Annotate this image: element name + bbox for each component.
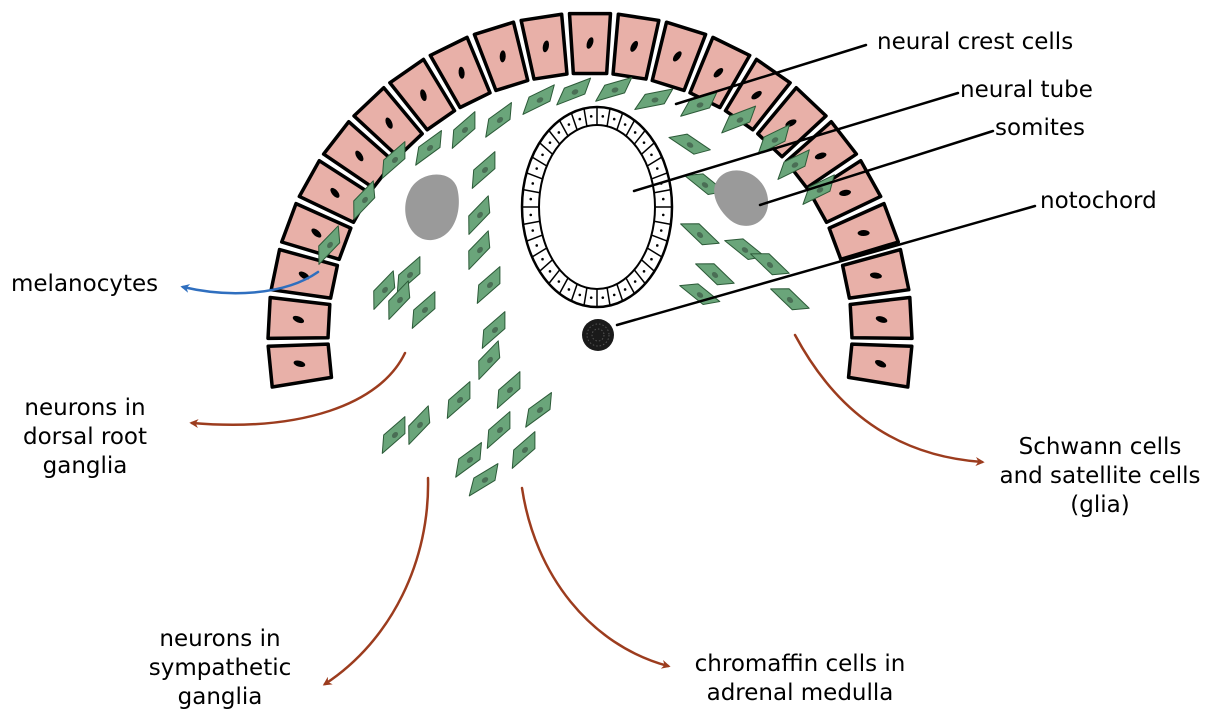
neural-tube-cell-nucleus [656,244,659,247]
label-chrom-line-1: chromaffin cells in [680,650,920,679]
neural-tube-cell-nucleus [662,198,665,201]
notochord [582,319,614,351]
label-drg-line-3: ganglia [0,452,170,481]
label-melanocytes: melanocytes [11,270,158,299]
neural-tube-cell-nucleus [613,294,616,297]
neural-crest-cell [474,310,514,350]
label-glia: Schwann cells and satellite cells (glia) [995,433,1205,520]
neural-crest-cell [517,83,560,116]
neural-tube-cell-nucleus [529,214,532,217]
neural-crest-cell [518,391,559,429]
neural-crest-cell [632,87,676,111]
neural-tube-cell-nucleus [634,131,637,134]
label-chrom-line-2: adrenal medulla [680,679,920,708]
label-symp-line-1: neurons in [130,625,310,654]
arrow-adrenal-medulla [522,488,668,666]
neural-tube-cell-nucleus [601,115,604,118]
label-glia-line-1: Schwann cells [995,433,1205,462]
neural-crest-cell [439,380,479,420]
neural-crest-cell [679,215,720,253]
neural-tube-cell-nucleus [650,258,653,261]
neural-crest-cell [469,265,509,305]
label-sympathetic-ganglia: neurons in sympathetic ganglia [130,625,310,712]
label-drg-line-2: dorsal root [0,423,170,452]
neural-crest-cell [460,195,498,236]
label-glia-line-2: and satellite cells [995,462,1205,491]
neural-tube-cell-nucleus [656,167,659,170]
neural-crest-cell [479,410,519,450]
neural-tube-cell-nucleus [601,296,604,299]
neural-tube-cell-nucleus [549,270,552,273]
neural-tube-cell-nucleus [531,229,534,232]
neural-crest-cell [552,76,596,106]
neural-crest-cell [460,230,498,271]
neural-tube-cell-nucleus [535,244,538,247]
label-neural-crest-cells: neural crest cells [877,28,1073,57]
label-neural-tube: neural tube [960,76,1093,105]
neural-tube-cell-nucleus [531,182,534,185]
label-somites: somites [995,114,1085,143]
somite-left [405,175,459,241]
neural-crest-cell [489,370,529,410]
neural-crest-cell [592,76,636,104]
neural-tube-cell-nucleus [558,131,561,134]
neural-tube-cell-nucleus [568,123,571,126]
label-glia-line-3: (glia) [995,491,1205,520]
label-drg-line-1: neurons in [0,394,170,423]
neural-tube-cell-nucleus [578,294,581,297]
label-notochord: notochord [1040,187,1157,216]
neural-tube-cell-nucleus [662,214,665,217]
somite-right [714,170,768,225]
neural-crest-cell [478,101,519,139]
arrow-sympathetic-ganglia [325,478,428,684]
neural-crest-cell [470,340,508,381]
neural-tube-cell-nucleus [568,288,571,291]
label-symp-line-2: sympathetic [130,654,310,683]
neural-tube-cell-nucleus [541,258,544,261]
neural-crest-cell [668,127,711,160]
neural-tube-cell-nucleus [650,154,653,157]
neural-crest-cell [504,430,544,470]
neural-tube-cell-nucleus [590,115,593,118]
neural-tube-cell-nucleus [541,154,544,157]
neural-tube-cell-nucleus [549,141,552,144]
neural-tube-cell-nucleus [634,280,637,283]
neural-tube-cell-nucleus [529,198,532,201]
neural-tube-cell-nucleus [643,270,646,273]
neural-tube-cell-nucleus [624,288,627,291]
neural-tube-cell-nucleus [613,118,616,121]
neural-tube-cell-nucleus [624,123,627,126]
neural-tube-cell-nucleus [590,296,593,299]
neural-tube-cell-nucleus [578,118,581,121]
label-dorsal-root-ganglia: neurons in dorsal root ganglia [0,394,170,481]
neural-tube-cell-nucleus [660,229,663,232]
neural-crest-cell [374,415,414,455]
neural-crest-cell [464,150,504,190]
neural-tube-cell-nucleus [535,167,538,170]
neural-tube [522,107,672,307]
label-symp-line-3: ganglia [130,683,310,712]
neural-crest-cell [769,280,810,318]
neural-tube-cell-nucleus [643,141,646,144]
label-adrenal-medulla: chromaffin cells in adrenal medulla [680,650,920,708]
neural-tube-cell-nucleus [558,280,561,283]
